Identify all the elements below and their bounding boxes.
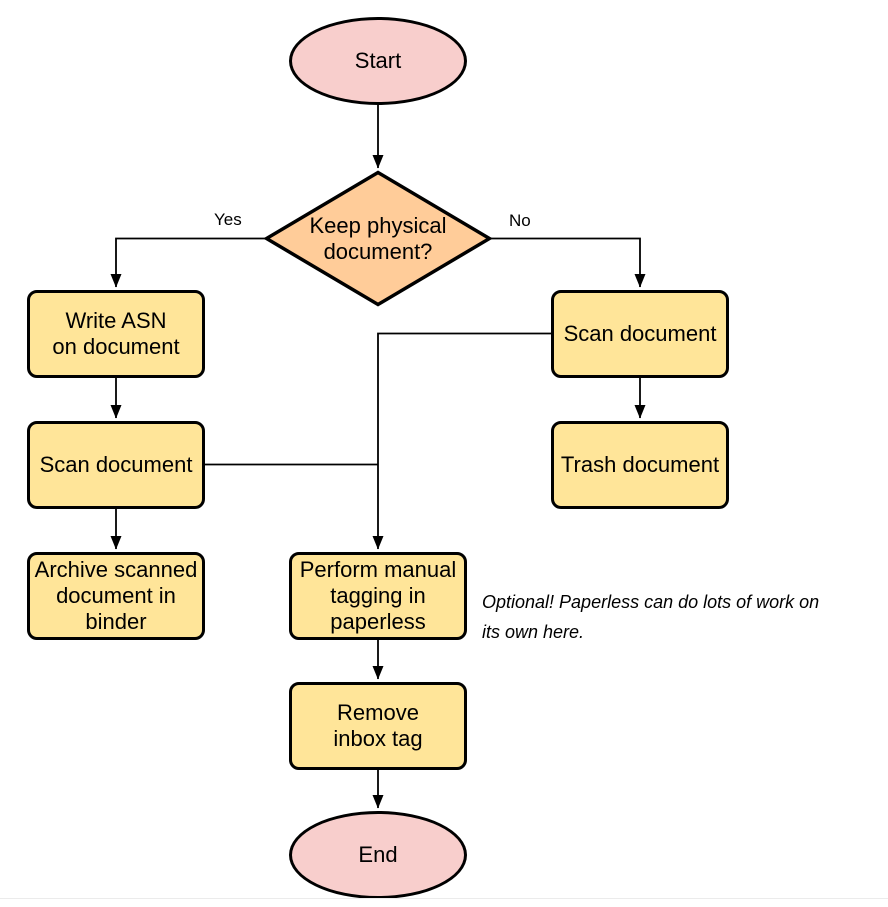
node-scan-left-label: Scan document xyxy=(39,452,193,477)
node-decision: Keep physical document? xyxy=(264,170,492,307)
decision-diamond-shape xyxy=(264,170,492,307)
node-tagging-label: Perform manual tagging in paperless xyxy=(299,557,457,634)
node-remove-inbox-label: Remove inbox tag xyxy=(333,700,423,751)
edge-label-no: No xyxy=(507,211,533,231)
annotation-note: Optional! Paperless can do lots of work … xyxy=(482,592,820,642)
edge-decision-no-scan-right xyxy=(490,237,646,288)
node-start: Start xyxy=(289,17,467,105)
node-decision-label: Keep physical document? xyxy=(309,212,447,264)
node-tagging: Perform manual tagging in paperless xyxy=(289,552,467,640)
node-trash-label: Trash document xyxy=(560,452,720,477)
node-archive-label: Archive scanned document in binder xyxy=(34,557,198,634)
node-scan-left: Scan document xyxy=(27,421,205,509)
node-archive: Archive scanned document in binder xyxy=(27,552,205,640)
node-scan-right: Scan document xyxy=(551,290,729,378)
node-end: End xyxy=(289,811,467,899)
node-remove-inbox: Remove inbox tag xyxy=(289,682,467,770)
node-write-asn-label: Write ASN on document xyxy=(52,308,180,359)
node-trash: Trash document xyxy=(551,421,729,509)
edge-label-yes: Yes xyxy=(212,210,244,230)
edge-scan-right-tagging xyxy=(372,332,551,550)
node-end-label: End xyxy=(358,842,398,867)
bottom-divider xyxy=(0,898,888,899)
edge-decision-yes-write-asn xyxy=(110,237,266,288)
node-write-asn: Write ASN on document xyxy=(27,290,205,378)
node-scan-right-label: Scan document xyxy=(563,321,717,346)
node-start-label: Start xyxy=(354,48,402,73)
